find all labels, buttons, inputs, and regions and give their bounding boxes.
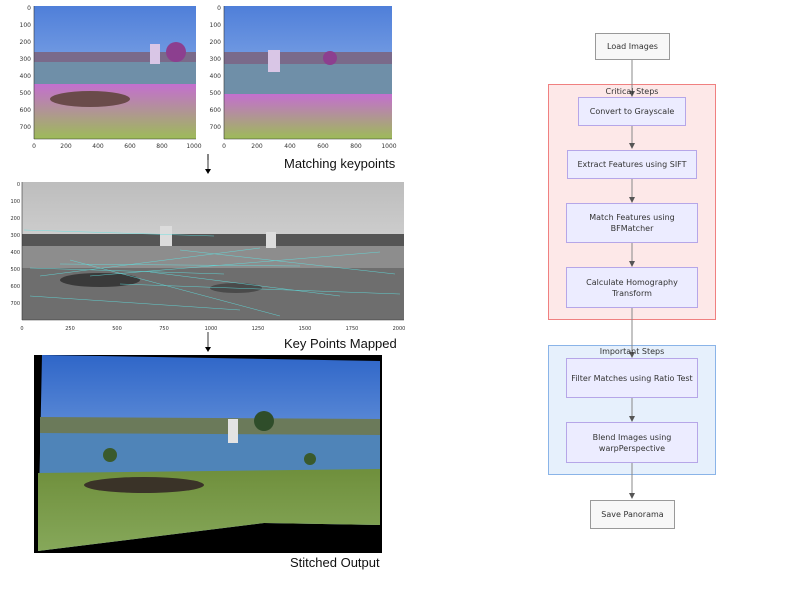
extract-features-node: Extract Features using SIFT — [567, 150, 697, 179]
top-right-y-tick: 0 — [217, 5, 221, 12]
top-right-x-tick: 400 — [284, 143, 296, 150]
stitched-panorama — [34, 355, 382, 553]
top-left-x-tick: 400 — [92, 143, 104, 150]
top-left-x-tick: 1000 — [186, 143, 201, 150]
top-left-y-tick: 200 — [20, 39, 32, 46]
top-left-y-tick: 400 — [20, 73, 32, 80]
keypoints-photo-pair: 0 100 200 300 400 500 600 700 0 100 200 … — [20, 5, 397, 160]
critical-steps-title: Critical Steps — [605, 87, 659, 96]
caption-key-points-mapped: Key Points Mapped — [284, 336, 397, 351]
top-right-x-tick: 800 — [350, 143, 362, 150]
down-arrow-icon — [205, 154, 211, 174]
top-right-y-tick: 600 — [210, 107, 222, 114]
middle-x-tick: 750 — [159, 326, 169, 332]
top-left-y-tick: 700 — [20, 124, 32, 131]
middle-x-tick: 500 — [112, 326, 122, 332]
top-right-x-tick: 1000 — [381, 143, 396, 150]
middle-x-tick: 2000 — [393, 326, 406, 332]
middle-x-tick: 0 — [20, 326, 23, 332]
middle-x-tick: 1750 — [346, 326, 359, 332]
top-left-y-tick: 0 — [27, 5, 31, 12]
load-images-node: Load Images — [595, 33, 670, 60]
middle-y-tick: 200 — [10, 216, 20, 222]
convert-grayscale-node: Convert to Grayscale — [578, 97, 686, 126]
middle-y-tick: 100 — [10, 199, 20, 205]
middle-y-tick: 0 — [17, 182, 20, 188]
top-left-y-tick: 600 — [20, 107, 32, 114]
top-left-x-tick: 0 — [32, 143, 36, 150]
top-right-x-tick: 200 — [251, 143, 263, 150]
calculate-homography-node: Calculate Homography Transform — [566, 267, 698, 308]
matched-keypoints-plot: 0 100 200 300 400 500 600 700 0 250 500 … — [10, 182, 406, 332]
filter-matches-node: Filter Matches using Ratio Test — [566, 358, 698, 398]
down-arrow-icon — [205, 332, 211, 352]
right-source-photo — [224, 6, 392, 139]
middle-y-tick: 300 — [10, 233, 20, 239]
top-right-y-tick: 700 — [210, 124, 222, 131]
top-right-y-tick: 500 — [210, 90, 222, 97]
middle-x-tick: 1500 — [299, 326, 312, 332]
top-left-y-tick: 300 — [20, 56, 32, 63]
top-right-y-tick: 400 — [210, 73, 222, 80]
save-panorama-node: Save Panorama — [590, 500, 675, 529]
top-right-x-tick: 0 — [222, 143, 226, 150]
middle-x-tick: 1250 — [252, 326, 265, 332]
middle-y-tick: 700 — [10, 301, 20, 307]
left-source-photo — [34, 6, 196, 139]
middle-y-tick: 400 — [10, 250, 20, 256]
middle-x-tick: 250 — [65, 326, 75, 332]
top-left-x-tick: 200 — [60, 143, 72, 150]
important-steps-title: Important Steps — [599, 347, 665, 356]
top-right-y-tick: 100 — [210, 22, 222, 29]
blend-images-node: Blend Images using warpPerspective — [566, 422, 698, 463]
top-right-y-tick: 200 — [210, 39, 222, 46]
match-features-node: Match Features using BFMatcher — [566, 203, 698, 243]
top-left-y-tick: 100 — [20, 22, 32, 29]
top-right-y-tick: 300 — [210, 56, 222, 63]
caption-matching-keypoints: Matching keypoints — [284, 156, 396, 171]
top-left-x-tick: 800 — [156, 143, 168, 150]
caption-stitched-output: Stitched Output — [290, 555, 380, 570]
top-left-y-tick: 500 — [20, 90, 32, 97]
top-right-x-tick: 600 — [317, 143, 329, 150]
middle-y-tick: 500 — [10, 267, 20, 273]
middle-y-tick: 600 — [10, 284, 20, 290]
top-left-x-tick: 600 — [124, 143, 136, 150]
middle-x-tick: 1000 — [205, 326, 218, 332]
